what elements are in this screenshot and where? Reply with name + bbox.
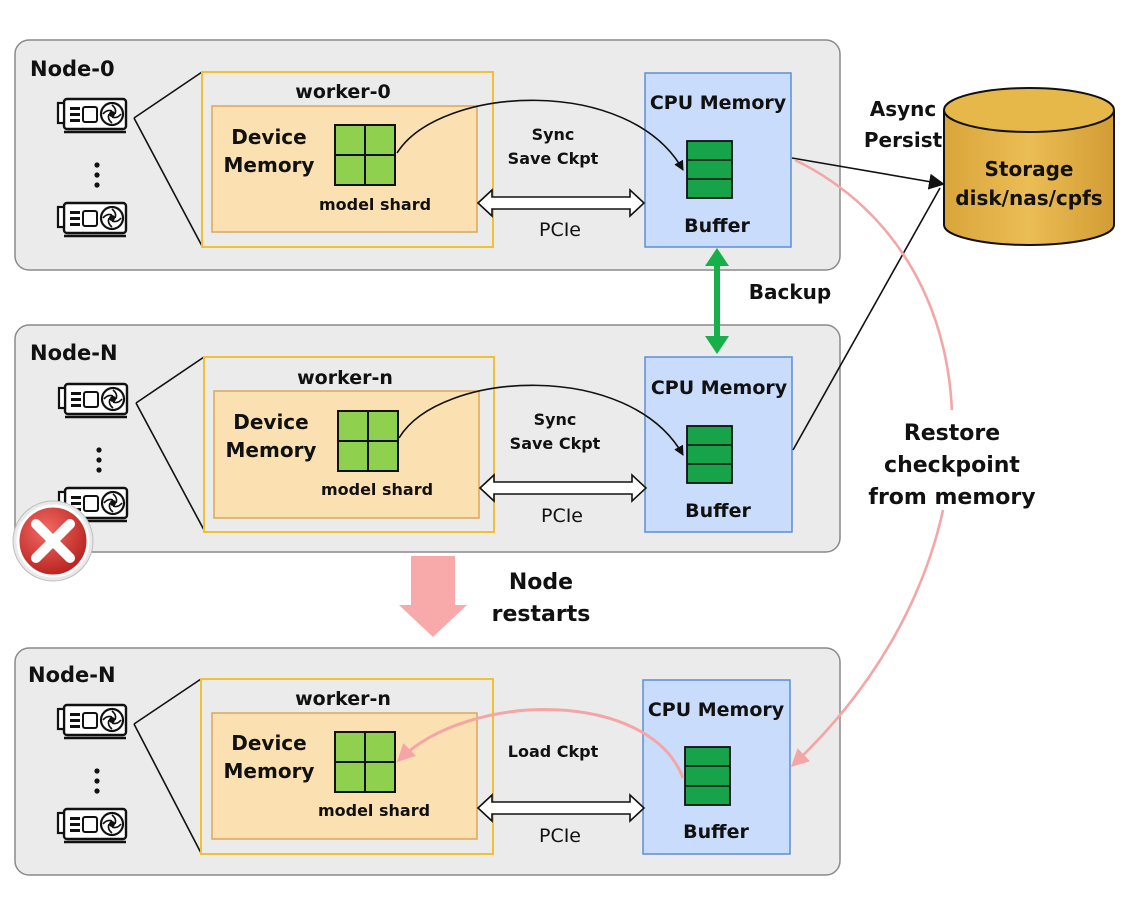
restore-label-bg <box>860 410 1045 510</box>
worker-label: worker-n <box>295 688 391 710</box>
pcie-label: PCIe <box>539 219 581 241</box>
ellipsis-dots-icon <box>94 162 100 188</box>
gpu-card-icon <box>56 703 128 740</box>
device-memory-label: Memory <box>224 759 315 783</box>
cpu-memory-box: CPU Memory Buffer <box>644 356 793 533</box>
sync-save-arrow <box>398 384 684 456</box>
node-title: Node-N <box>28 663 116 687</box>
node-restarts-arrow <box>399 556 467 637</box>
transfer-label: Save Ckpt <box>510 434 601 453</box>
transfer-label: Load Ckpt <box>508 742 599 761</box>
cpu-memory-label: CPU Memory <box>651 377 788 399</box>
gpu-card-icon <box>56 201 128 238</box>
node-restarts-label: Node <box>509 570 573 595</box>
worker-box: worker-n <box>203 356 495 533</box>
worker-label: worker-0 <box>295 81 390 103</box>
transfer-label: Save Ckpt <box>508 149 599 168</box>
node-restarts-label: restarts <box>492 602 591 627</box>
async-persist-label: Async <box>870 97 937 121</box>
buffer-icon <box>684 746 731 806</box>
backup-label: Backup <box>749 280 831 304</box>
transfer-label: Sync <box>534 410 577 429</box>
gpu-card-icon <box>56 97 128 134</box>
pcie-double-arrow <box>476 188 646 218</box>
device-memory-label: Device <box>231 125 306 149</box>
restore-label: Restore <box>904 421 1000 446</box>
buffer-label: Buffer <box>684 215 750 237</box>
restore-label: from memory <box>868 485 1035 510</box>
node-panel-0: Node-0 worker-0 Device Memory model shar… <box>14 39 841 271</box>
node-panel-1: Node-N worker-n Device Memory model shar… <box>12 324 841 582</box>
model-shard-label: model shard <box>319 195 431 214</box>
worker-box: worker-n <box>200 678 494 855</box>
gpu-card-icon <box>57 382 129 419</box>
ellipsis-dots-icon <box>94 768 100 794</box>
model-shard-icon <box>337 410 399 472</box>
backup-arrow <box>705 248 729 354</box>
model-shard-icon <box>334 124 396 186</box>
device-memory-label: Memory <box>224 153 315 177</box>
cpu-memory-box: CPU Memory Buffer <box>642 679 791 855</box>
sync-save-arrow <box>396 99 684 171</box>
device-memory-label: Memory <box>226 438 317 462</box>
storage-label: Storage <box>985 157 1074 181</box>
gpu-card-icon <box>56 807 128 844</box>
node-title: Node-N <box>30 341 118 365</box>
buffer-label: Buffer <box>685 500 751 522</box>
cpu-memory-box: CPU Memory Buffer <box>644 72 792 248</box>
storage-cylinder-icon: Storage disk/nas/cpfs <box>943 87 1115 246</box>
worker-box: worker-0 <box>201 71 494 248</box>
buffer-label: Buffer <box>683 821 749 843</box>
async-persist-label: Persist <box>864 128 943 152</box>
pcie-double-arrow <box>476 793 646 823</box>
device-memory-label: Device <box>233 410 308 434</box>
buffer-icon <box>686 425 733 484</box>
buffer-icon <box>686 140 733 199</box>
device-memory-box: Device Memory <box>211 105 478 233</box>
pcie-label: PCIe <box>541 505 583 527</box>
storage-label: disk/nas/cpfs <box>955 186 1102 210</box>
model-shard-label: model shard <box>321 480 433 499</box>
device-memory-label: Device <box>231 731 306 755</box>
pcie-label: PCIe <box>539 825 581 847</box>
worker-label: worker-n <box>297 367 393 389</box>
ellipsis-dots-icon <box>96 447 102 473</box>
cpu-memory-label: CPU Memory <box>648 699 785 721</box>
pcie-double-arrow <box>478 473 648 503</box>
transfer-label: Sync <box>532 125 575 144</box>
restore-label: checkpoint <box>884 453 1020 478</box>
load-ckpt-arrow <box>396 708 685 779</box>
model-shard-icon <box>334 731 396 793</box>
async-persist-arrow <box>792 187 941 451</box>
model-shard-label: model shard <box>318 801 430 820</box>
node-panel-2: Node-N worker-n Device Memory model shar… <box>14 647 841 876</box>
node-title: Node-0 <box>30 57 115 81</box>
error-x-icon <box>12 500 94 582</box>
cpu-memory-label: CPU Memory <box>650 92 787 114</box>
async-persist-arrow <box>791 157 945 190</box>
